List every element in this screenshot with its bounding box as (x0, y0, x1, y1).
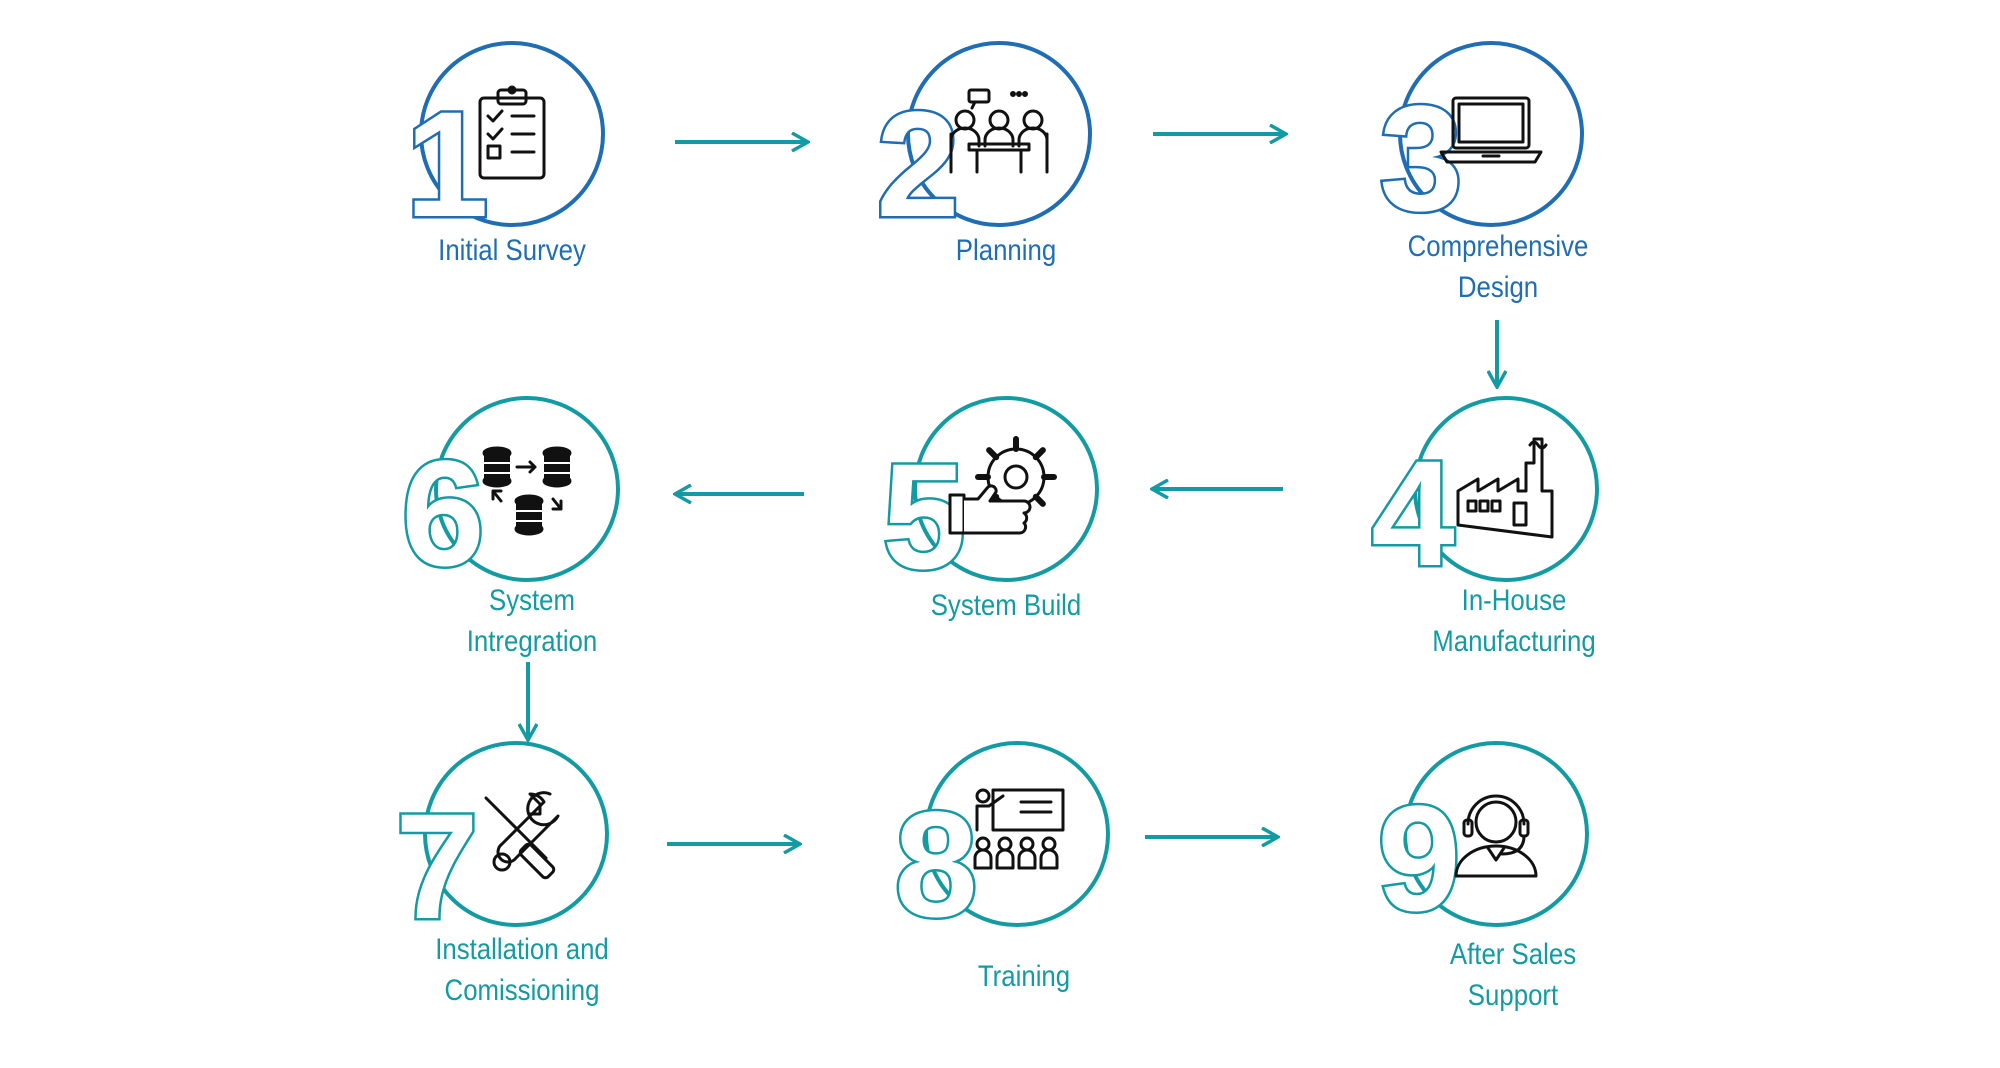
meeting-icon (949, 88, 1049, 174)
step-7-circle (423, 741, 609, 927)
step-8-circle (924, 741, 1110, 927)
clipboard-checklist-icon (478, 85, 546, 180)
step-5-circle (913, 396, 1099, 582)
step-9-label-line: After Sales (1449, 938, 1577, 971)
step-9-number: 9 (1377, 774, 1460, 942)
step-2-number: 2 (876, 80, 959, 248)
step-circles (419, 41, 1599, 927)
step-9-circle (1403, 741, 1589, 927)
database-transfer-icon (482, 446, 572, 536)
tools-icon (484, 791, 560, 880)
step-5-label: System Build (851, 585, 1161, 626)
step-5-label-line: System Build (930, 589, 1082, 622)
step-1-label-line: Initial Survey (438, 234, 586, 267)
step-7-number: 7 (395, 782, 478, 950)
gear-hand-icon (948, 436, 1057, 535)
step-8-label-line: Training (977, 960, 1071, 993)
step-4-circle (1413, 396, 1599, 582)
step-6-circle (434, 396, 620, 582)
step-3-circle (1398, 41, 1584, 227)
laptop-icon (1439, 96, 1543, 164)
step-4-number: 4 (1371, 429, 1454, 597)
step-4-label-line: In-House (1461, 584, 1567, 617)
step-7-label-line: Installation and (435, 933, 609, 966)
step-6-number: 6 (401, 429, 484, 597)
step-icons (478, 85, 1554, 880)
step-9-label-line: Support (1467, 979, 1559, 1012)
step-3-label-line: Design (1457, 271, 1539, 304)
support-agent-icon (1454, 794, 1538, 878)
step-2-label-line: Planning (955, 234, 1057, 267)
step-1-number: 1 (405, 80, 488, 248)
step-1-label: Initial Survey (357, 230, 667, 271)
step-8-label: Training (869, 956, 1179, 997)
step-6-label-line: Intregration (466, 625, 598, 658)
step-8-number: 8 (894, 780, 977, 948)
step-2-circle (906, 41, 1092, 227)
flow-arrows (528, 134, 1497, 844)
step-3-label-line: Comprehensive (1407, 230, 1589, 263)
step-4-label-line: Manufacturing (1432, 625, 1596, 658)
step-1-circle (419, 41, 605, 227)
step-6-label-line: System (488, 584, 576, 617)
factory-icon (1456, 437, 1554, 539)
step-7-label-line: Comissioning (444, 974, 600, 1007)
presentation-icon (973, 788, 1065, 870)
step-3-number: 3 (1379, 74, 1462, 242)
step-2-label: Planning (851, 230, 1161, 271)
